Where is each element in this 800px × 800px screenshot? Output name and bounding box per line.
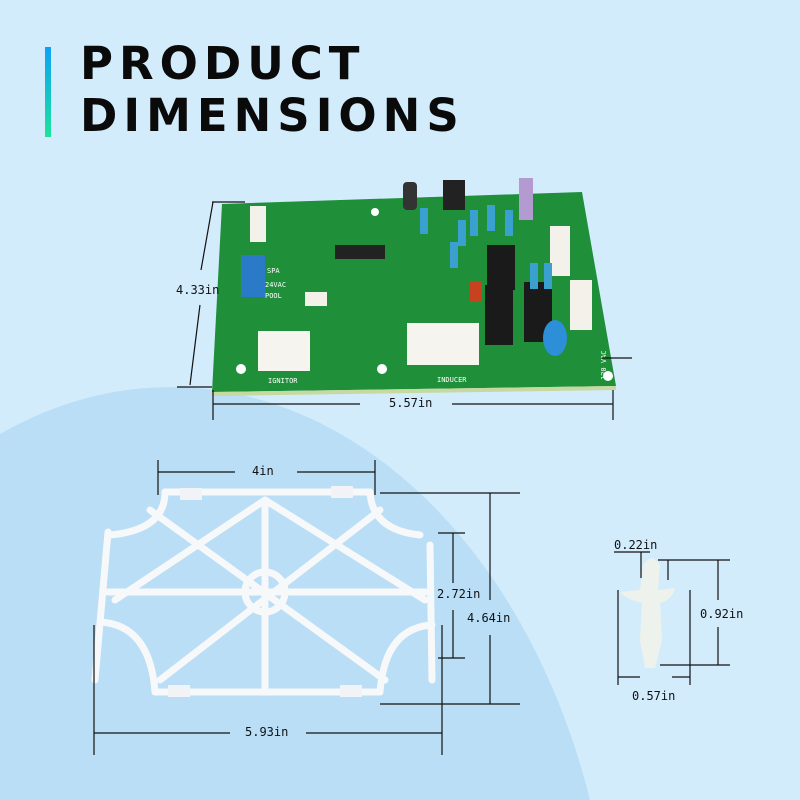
board-height-label: 4.33in [176,283,220,297]
clip-image [620,558,675,668]
grid-top-width-label: 4in [252,464,274,478]
clip-head-width-label: 0.22in [614,538,658,552]
control-board-image: IGNITOR INDUCER SPA 24VAC POOL 120 VAC [212,178,616,396]
page-title: PRODUCT DIMENSIONS [80,38,465,142]
grid-height-label: 4.64in [467,611,511,625]
board-label-120vac: 120 VAC [600,350,608,380]
grid-width-label: 5.93in [245,725,289,739]
board-dimension-lines [177,201,632,420]
board-label-spa: SPA [267,267,280,275]
grid-dimension-lines [93,460,520,755]
board-label-24vac: 24VAC [265,281,286,289]
grid-frame-tabs [168,486,362,697]
board-label-ignitor: IGNITOR [268,377,298,385]
title-line-2: DIMENSIONS [80,89,465,142]
grid-inner-height-label: 2.72in [437,587,481,601]
clip-width-label: 0.57in [632,689,676,703]
grid-frame-image [91,488,436,696]
title-line-1: PRODUCT [80,37,366,90]
clip-height-label: 0.92in [700,607,744,621]
board-label-inducer: INDUCER [437,376,467,384]
clip-dimension-lines [614,551,730,685]
board-label-pool: POOL [265,292,282,300]
title-accent-bar [45,47,51,137]
board-width-label: 5.57in [389,396,433,410]
